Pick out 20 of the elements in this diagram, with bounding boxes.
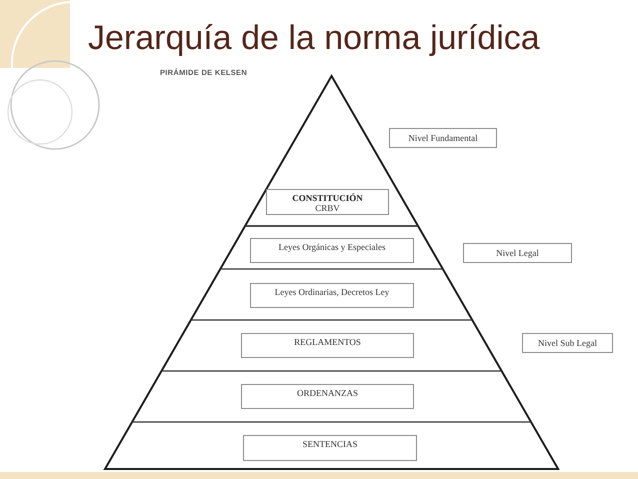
norm-abbreviation: CRBV (315, 203, 340, 213)
norm-box (241, 333, 414, 358)
level-name: Nivel Sub Legal (538, 338, 597, 348)
norm-box (250, 283, 414, 308)
norm-heading: CONSTITUCIÓN (292, 193, 363, 203)
norm-name: Leyes Ordinarias, Decretos Ley (274, 287, 390, 297)
norm-name: SENTENCIAS (302, 439, 358, 449)
level-name: Nivel Fundamental (408, 133, 478, 143)
level-box (463, 243, 572, 263)
norm-box (250, 238, 414, 263)
norm-box (243, 435, 417, 461)
norm-box (266, 189, 389, 215)
norm-box (241, 384, 414, 409)
norm-name: Leyes Orgánicas y Especiales (278, 242, 386, 252)
level-box (389, 128, 497, 148)
slide-title: Jerarquía de la norma jurídica (88, 18, 540, 58)
level-box (522, 333, 613, 353)
norm-name: ORDENANZAS (296, 388, 358, 398)
norm-name: REGLAMENTOS (294, 337, 361, 347)
level-name: Nivel Legal (496, 248, 539, 258)
